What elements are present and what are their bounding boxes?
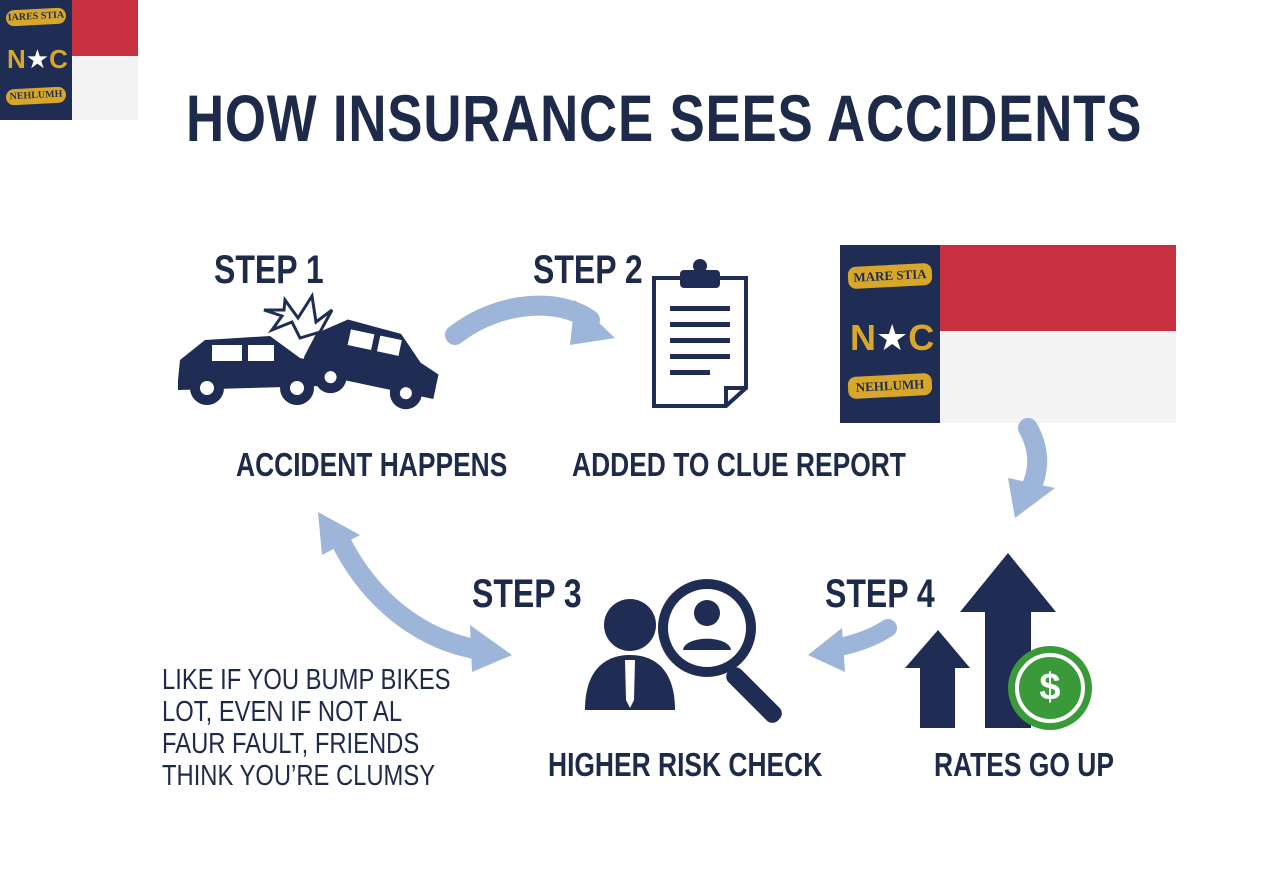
small-flag-red-stripe <box>72 0 138 56</box>
large-flag-letters: N★C <box>850 317 935 358</box>
step-3-caption: HIGHER RISK CHECK <box>548 746 823 783</box>
clipboard-report-icon <box>652 259 748 408</box>
arrow-step4-to-step3 <box>808 619 897 672</box>
step-2-caption: ADDED TO CLUE REPORT <box>572 446 906 483</box>
large-flag: MARE STIA N★C NEHLUMH <box>840 245 1176 423</box>
arrow-flag-to-step4 <box>1008 418 1055 518</box>
arrow-step3-to-step1 <box>318 512 512 672</box>
side-note: LIKE IF YOU BUMP BIKES LOT, EVEN IF NOT … <box>162 664 451 792</box>
small-flag-white-stripe <box>72 56 138 120</box>
side-note-line: THINK YOU’RE CLUMSY <box>162 760 436 792</box>
side-note-line: FAUR FAULT, FRIENDS <box>162 728 420 760</box>
large-flag-white-stripe <box>940 331 1176 423</box>
page-title: HOW INSURANCE SEES ACCIDENTS <box>186 81 1143 155</box>
dollar-sign: $ <box>1039 666 1061 709</box>
side-note-line: LIKE IF YOU BUMP BIKES <box>162 664 451 696</box>
step-4-label: STEP 4 <box>825 572 935 616</box>
step-1-label: STEP 1 <box>214 248 324 292</box>
step-2-label: STEP 2 <box>533 248 643 292</box>
rising-arrows-dollar-icon <box>905 553 1092 730</box>
car-crash-icon <box>178 291 439 410</box>
arrow-step1-to-step2 <box>445 295 615 345</box>
magnifier-person-icon <box>585 579 782 723</box>
side-note-line: LOT, EVEN IF NOT AL <box>162 696 403 728</box>
step-1-caption: ACCIDENT HAPPENS <box>236 446 508 483</box>
small-flag-letters: N★C <box>7 44 68 74</box>
step-3-label: STEP 3 <box>472 572 582 616</box>
small-flag: IARES STIA N★C NEHLUMH <box>0 0 138 120</box>
large-flag-red-stripe <box>940 245 1176 331</box>
step-4-caption: RATES GO UP <box>934 746 1114 783</box>
